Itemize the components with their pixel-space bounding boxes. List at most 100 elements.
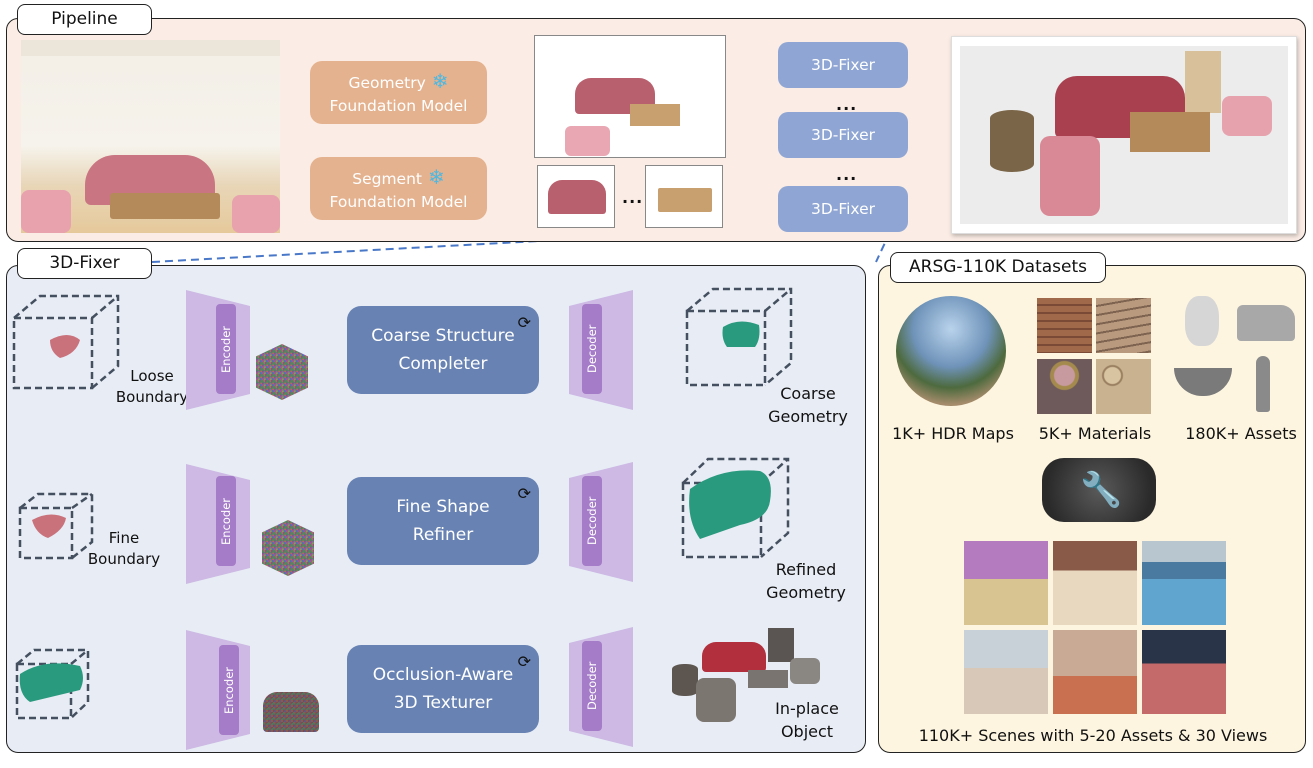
refresh-cycle-icon: ⟳ xyxy=(517,652,531,671)
loose-boundary-box-icon xyxy=(12,294,120,390)
encoder-label: Encoder xyxy=(219,645,239,735)
module-line: Occlusion-Aware xyxy=(372,665,514,685)
material-stone-wall xyxy=(1096,298,1151,353)
module-line: Fine Shape xyxy=(396,497,490,517)
scene-thumb-3 xyxy=(1142,541,1226,625)
refined-input-box-icon xyxy=(15,648,90,720)
encoder-shape xyxy=(186,630,250,750)
fine-shape-refiner: ⟳ Fine Shape Refiner xyxy=(347,477,539,565)
room-chair-left xyxy=(21,190,71,233)
hdr-map-sphere xyxy=(896,296,1006,406)
snowflake-icon: ❄ xyxy=(427,165,445,189)
caption-line: Object xyxy=(780,722,834,741)
snowflake-icon: ❄ xyxy=(431,69,449,93)
scene-thumb-2 xyxy=(1053,541,1137,625)
fixer-box-2: 3D-Fixer xyxy=(778,112,908,158)
wrench-icon: 🔧 xyxy=(1080,470,1123,510)
decoder-label: Decoder xyxy=(582,476,602,566)
fixer-title: 3D-Fixer xyxy=(17,248,152,279)
noise-cube-latent xyxy=(262,520,314,576)
segment-model-line2: Foundation Model xyxy=(329,193,468,211)
refined-geometry-box-icon xyxy=(681,457,790,559)
material-cobblestone xyxy=(1096,359,1151,414)
refresh-cycle-icon: ⟳ xyxy=(517,313,531,332)
output-scene-render xyxy=(960,46,1288,224)
caption-line: Fine xyxy=(108,529,140,547)
stage1-output-caption: Coarse Geometry xyxy=(758,382,858,428)
segment-ellipsis: ... xyxy=(622,188,644,207)
dataset-summary: 110K+ Scenes with 5-20 Assets & 30 Views xyxy=(918,726,1268,745)
stage3-output-caption: In-place Object xyxy=(762,697,852,743)
material-wood xyxy=(1037,298,1092,353)
noise-cube-latent xyxy=(256,344,308,400)
caption-line: Loose xyxy=(130,367,174,385)
room-table xyxy=(110,193,220,219)
geometry-model-line2: Foundation Model xyxy=(329,97,468,115)
hdr-maps-label: 1K+ HDR Maps xyxy=(892,424,1014,443)
room-chair-right xyxy=(232,195,280,233)
module-line: Completer xyxy=(398,354,488,374)
out-armchair xyxy=(1222,96,1272,136)
fixer-box-1: 3D-Fixer xyxy=(778,42,908,88)
caption-line: Boundary xyxy=(115,388,189,406)
textured-sofa xyxy=(702,642,766,672)
scene-composition-tool: 🔧 xyxy=(1042,458,1156,522)
seg-sofa-shape xyxy=(548,180,606,214)
decoder-label: Decoder xyxy=(582,641,602,731)
stage1-input-caption: Loose Boundary xyxy=(112,366,192,408)
geometry-model-line1: Geometry xyxy=(348,74,426,92)
scene-thumb-1 xyxy=(964,541,1048,625)
materials-label: 5K+ Materials xyxy=(1038,424,1152,443)
fine-boundary-box-icon xyxy=(18,492,94,560)
segment-foundation-model: Segment ❄ Foundation Model xyxy=(310,157,487,220)
segment-table-crop xyxy=(645,165,723,228)
recon-table xyxy=(630,104,680,126)
coarse-geometry-box-icon xyxy=(685,287,793,387)
caption-line: Geometry xyxy=(768,407,848,426)
module-line: 3D Texturer xyxy=(393,693,493,713)
segment-model-line1: Segment xyxy=(352,170,422,188)
caption-line: Boundary xyxy=(87,550,161,568)
out-table xyxy=(1130,112,1210,152)
out-shelf xyxy=(1185,51,1221,113)
module-line: Refiner xyxy=(412,525,474,545)
asset-barrel xyxy=(1185,296,1219,346)
stage2-output-caption: Refined Geometry xyxy=(756,558,856,604)
occlusion-aware-3d-texturer: ⟳ Occlusion-Aware 3D Texturer xyxy=(347,645,539,733)
segment-sofa-crop xyxy=(537,165,615,228)
module-line: Coarse Structure xyxy=(371,326,515,346)
fixer-ellipsis-1: ... xyxy=(836,95,858,114)
decoder-label: Decoder xyxy=(582,304,602,394)
scene-thumb-4 xyxy=(964,630,1048,714)
assets-label: 180K+ Assets xyxy=(1185,424,1297,443)
refresh-cycle-icon: ⟳ xyxy=(517,484,531,503)
seg-table-shape xyxy=(658,188,712,212)
caption-line: In-place xyxy=(775,699,839,718)
reconstructed-pointcloud-image xyxy=(534,35,726,158)
geometry-foundation-model: Geometry ❄ Foundation Model xyxy=(310,61,487,124)
scene-thumb-6 xyxy=(1142,630,1226,714)
recon-chair xyxy=(565,126,610,156)
dataset-title: ARSG-110K Datasets xyxy=(890,252,1106,283)
in-place-object-render xyxy=(672,628,832,730)
scene-thumb-5 xyxy=(1053,630,1137,714)
fixer-box-3: 3D-Fixer xyxy=(778,186,908,232)
textured-chair xyxy=(696,678,736,722)
caption-line: Coarse xyxy=(780,384,836,403)
asset-truck xyxy=(1237,305,1295,341)
textured-shelf xyxy=(768,628,794,662)
caption-line: Geometry xyxy=(766,583,846,602)
fixer-ellipsis-2: ... xyxy=(836,165,858,184)
textured-side-table xyxy=(672,664,698,696)
encoder-label: Encoder xyxy=(216,476,236,566)
textured-armchair xyxy=(790,658,820,684)
pipeline-title: Pipeline xyxy=(17,4,152,35)
textured-table xyxy=(748,670,788,688)
encoder-label: Encoder xyxy=(216,304,236,394)
room-ceiling xyxy=(21,40,280,56)
caption-line: Refined xyxy=(775,560,837,579)
out-side-table xyxy=(990,110,1034,172)
stage2-input-caption: Fine Boundary xyxy=(84,528,164,570)
material-ornate-tile xyxy=(1037,359,1092,414)
coarse-structure-completer: ⟳ Coarse Structure Completer xyxy=(347,306,539,394)
